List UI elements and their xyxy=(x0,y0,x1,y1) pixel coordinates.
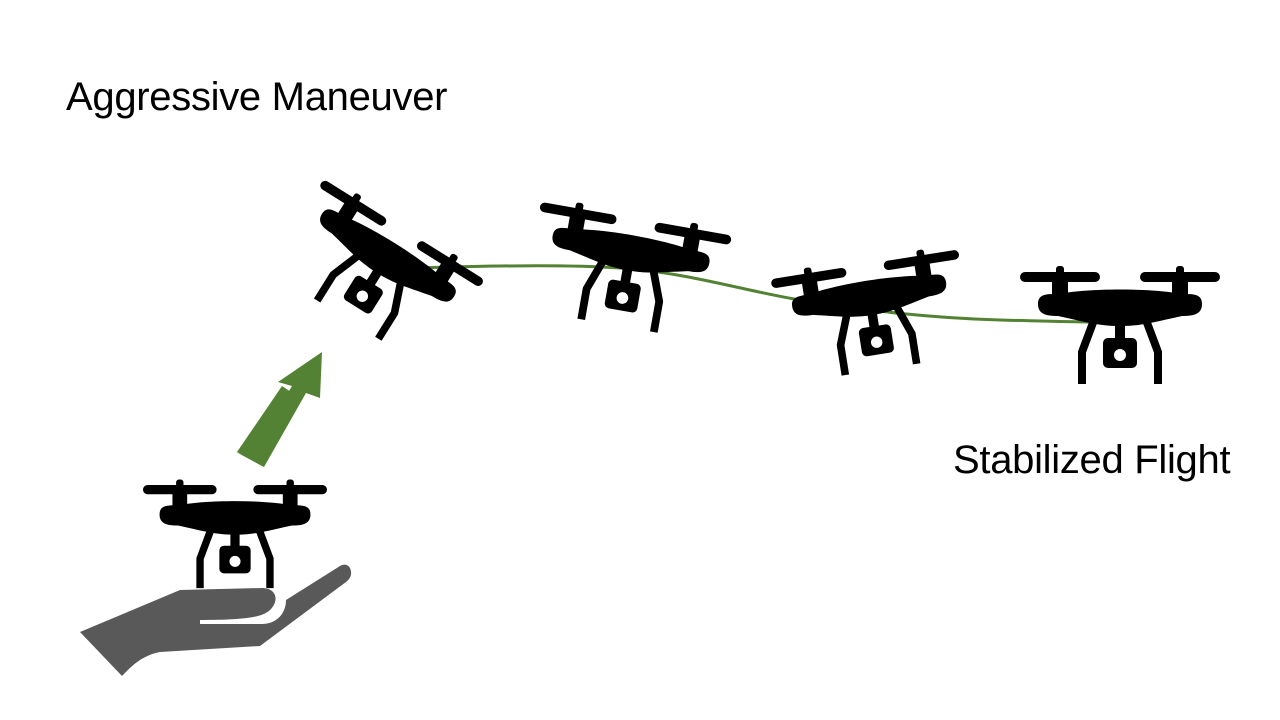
flight-path xyxy=(419,264,1091,324)
drone-stabilized xyxy=(1025,266,1215,384)
drone-in-hand xyxy=(148,480,323,589)
drone-aggressive-maneuver xyxy=(271,177,483,368)
stabilized-flight-label: Stabilized Flight xyxy=(953,438,1231,482)
up-right-arrow-icon xyxy=(236,352,322,467)
drone-transition-2 xyxy=(774,245,970,384)
open-hand-icon xyxy=(80,564,352,676)
aggressive-maneuver-label: Aggressive Maneuver xyxy=(66,75,448,119)
drone-transition-1 xyxy=(527,197,728,342)
